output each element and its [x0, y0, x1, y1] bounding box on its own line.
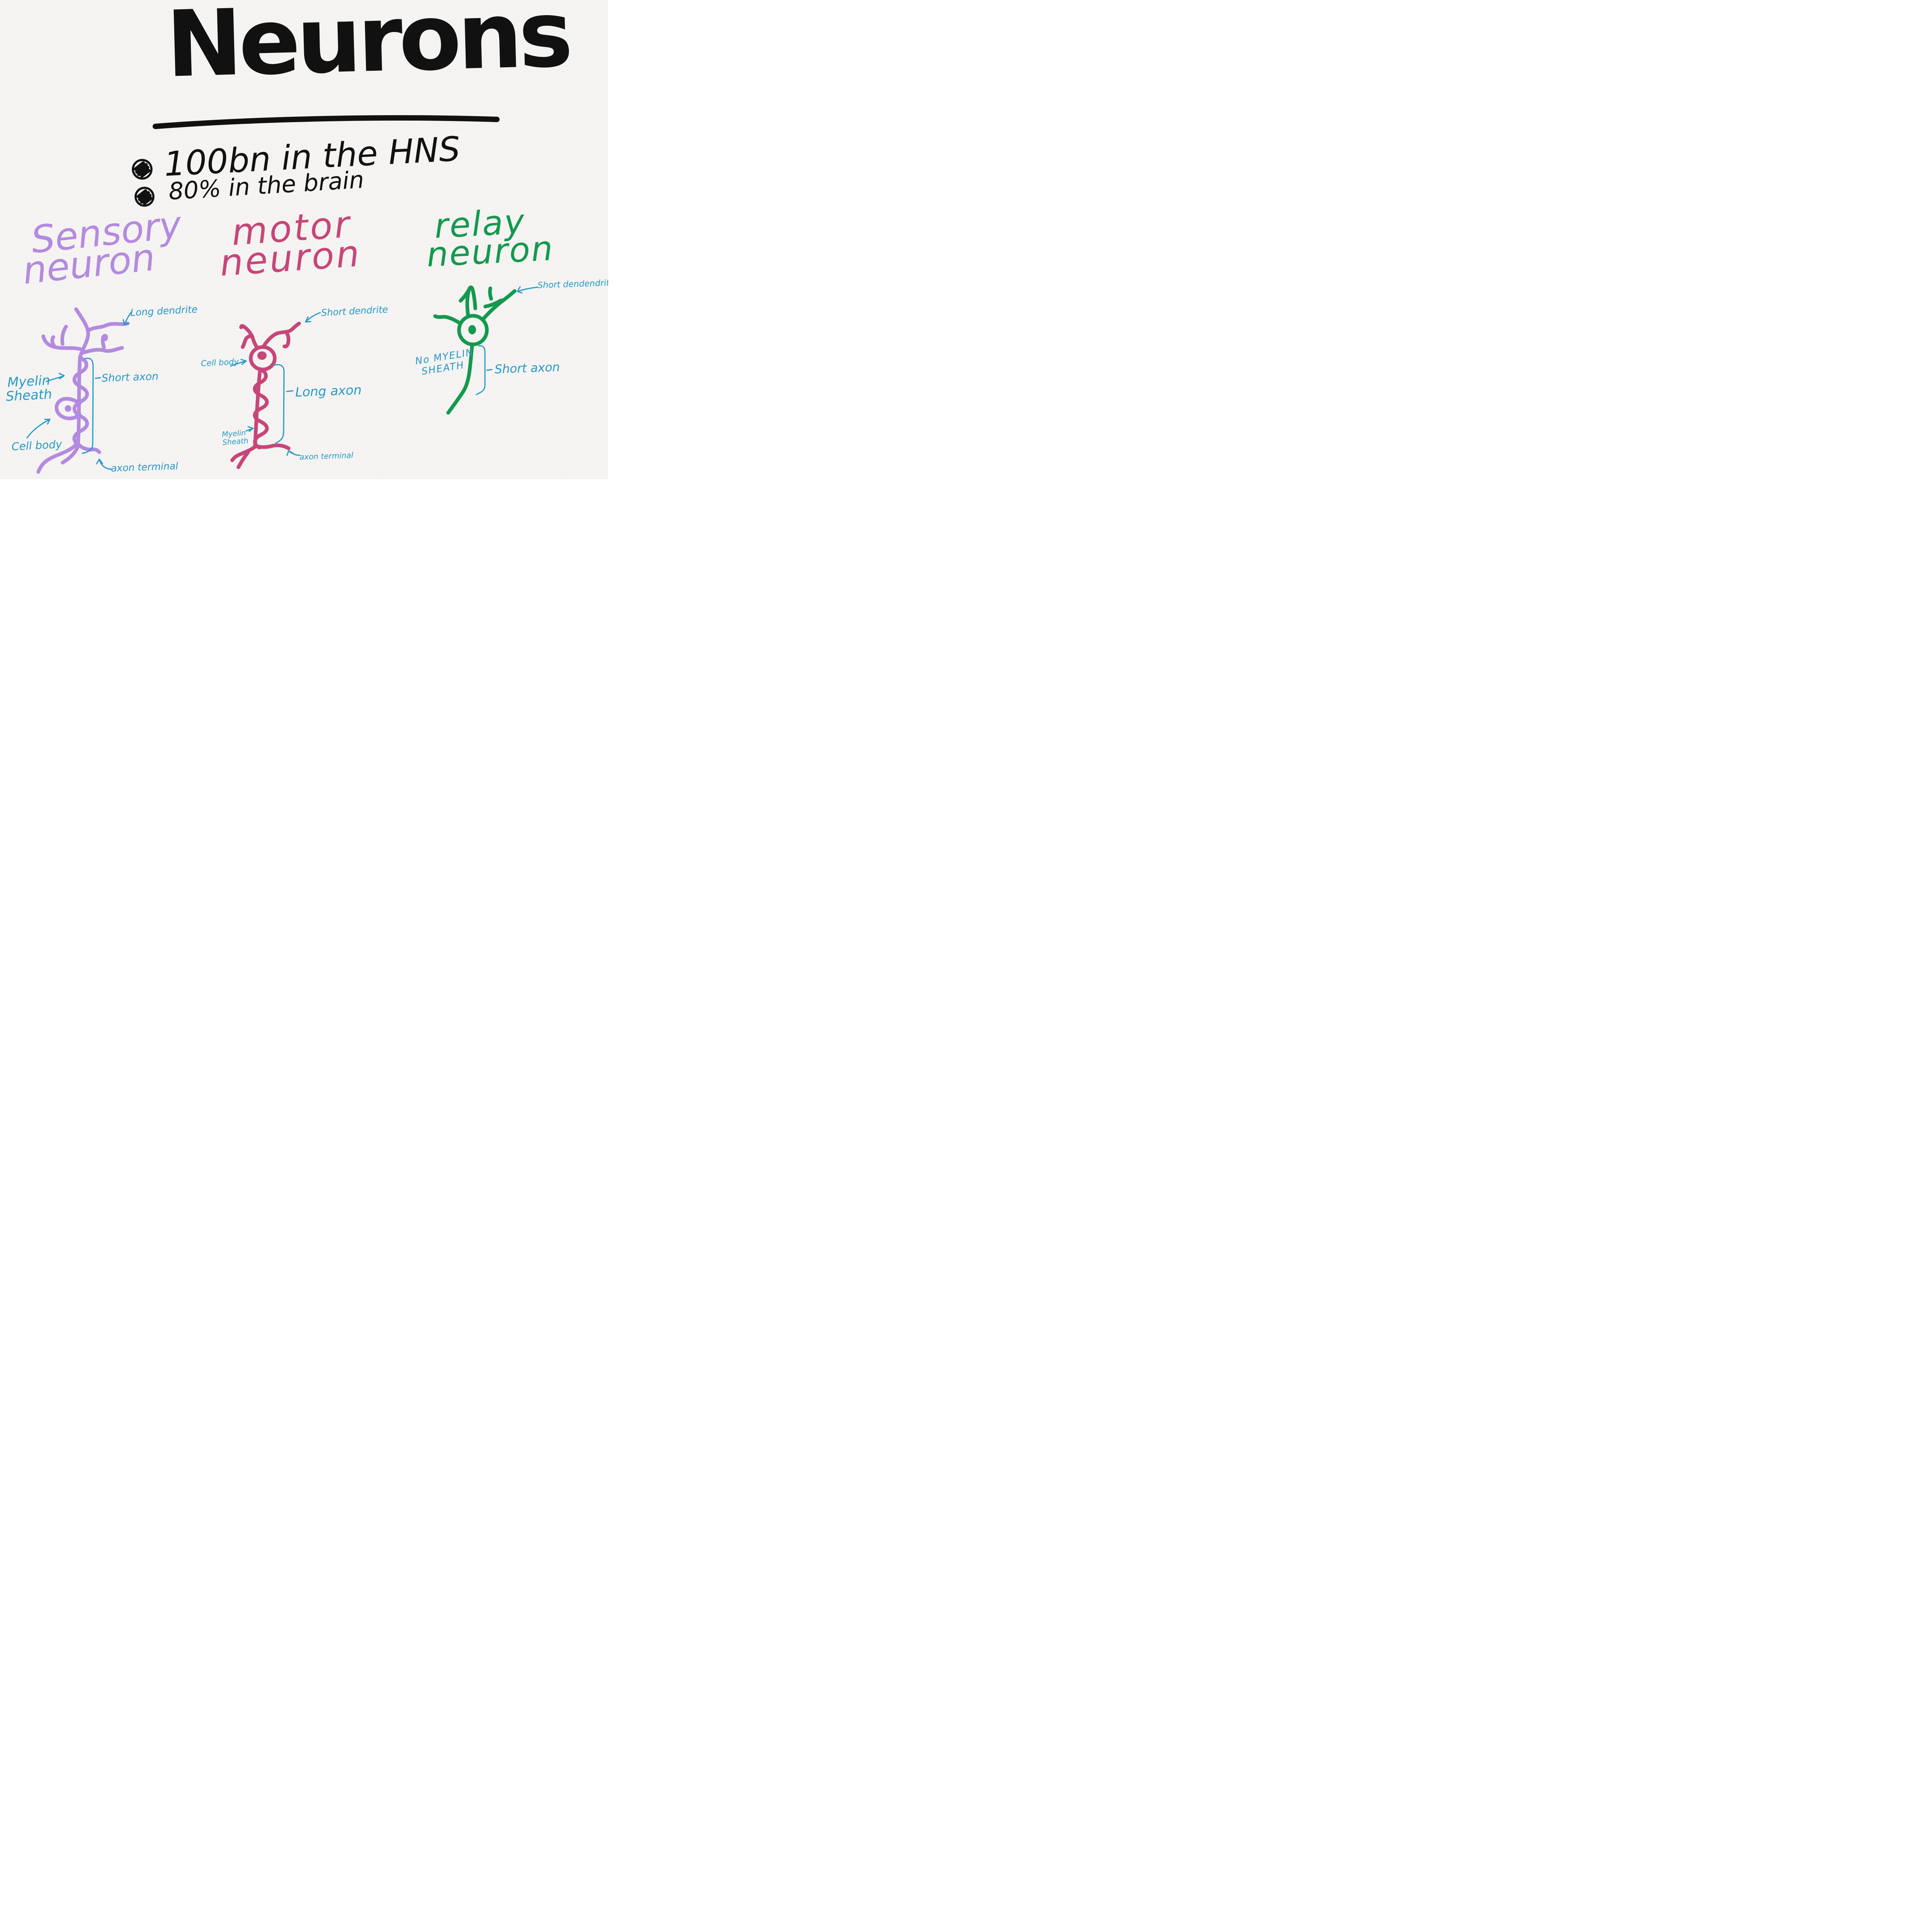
relay-axon-dash: [486, 369, 493, 371]
motor-cell-body-label: Cell body: [201, 357, 239, 368]
relay-dendrite-loop-spur: [459, 288, 471, 303]
title-underline: [153, 115, 500, 129]
motor-terminal-left: [230, 445, 257, 462]
sensory-cell-body-arrow: [26, 419, 51, 439]
motor-dendrite-right-hook: [282, 332, 291, 349]
sensory-terminal-right: [75, 442, 101, 454]
notes-page: Neurons 100bn in the HNS 80% in the brai…: [0, 0, 608, 479]
sensory-neuron-drawing: [36, 307, 129, 474]
sensory-myelin-arrow: [46, 373, 65, 382]
sensory-axon-bracket: [82, 358, 94, 454]
motor-short-dendrite: [261, 322, 301, 349]
ink-marks: [132, 115, 500, 207]
motor-myelin-coil: [253, 367, 269, 449]
motor-heading-line2: neuron: [218, 232, 363, 285]
sensory-terminal-arrow: [96, 458, 112, 470]
motor-long-axon-label: Long axon: [295, 382, 362, 400]
bullet-icon: [132, 159, 153, 180]
sensory-cell-body-label: Cell body: [11, 438, 63, 453]
relay-neuron-drawing: [433, 285, 517, 415]
motor-neuron-drawing: [230, 322, 301, 469]
motor-dendrite-up-left: [239, 324, 254, 339]
relay-dendrite-loop: [465, 285, 477, 318]
motor-myelin-sheath-label: Myelin Sheath: [222, 429, 249, 447]
sensory-dendrite-right-hook: [101, 334, 108, 349]
relay-heading-line2: neuron: [425, 228, 555, 275]
sensory-nucleus: [65, 405, 71, 412]
relay-short-axon-label: Short axon: [494, 360, 560, 376]
sensory-dendrite-arrow: [122, 311, 133, 325]
motor-axon-dash: [286, 390, 294, 392]
relay-axon: [446, 343, 474, 415]
relay-dendrite-sub: [483, 298, 503, 308]
relay-axon-bracket: [476, 345, 486, 395]
relay-dendrite-left: [433, 314, 462, 325]
motor-cell-body-arrow: [230, 359, 247, 367]
motor-terminal-right: [253, 443, 291, 450]
motor-axon-bracket: [273, 364, 285, 444]
sensory-axon-terminal-label: axon terminal: [111, 460, 179, 474]
annotation-lines: [26, 286, 538, 470]
page-title: Neurons: [165, 0, 570, 98]
sensory-myelin-coil: [72, 356, 89, 448]
motor-nucleus: [257, 351, 267, 360]
motor-dendrite-curl: [241, 334, 254, 349]
motor-terminal-arrow: [286, 450, 301, 456]
sensory-short-axon-label: Short axon: [101, 370, 159, 385]
relay-dendrite-arrow: [517, 286, 538, 294]
relay-heading: relay neuron: [424, 201, 555, 275]
sensory-myelin-sheath-label: Myelin Sheath: [5, 373, 53, 405]
motor-heading: motor neuron: [218, 203, 362, 285]
motor-myelin-line2: Sheath: [222, 436, 249, 447]
motor-myelin-arrow: [245, 426, 254, 432]
drawing-canvas: [26, 115, 538, 474]
motor-axon-terminal-label: axon terminal: [299, 450, 354, 462]
motor-terminal-tail: [236, 450, 250, 469]
relay-nucleus: [468, 325, 476, 334]
sensory-dendrite-left: [41, 334, 82, 351]
motor-dendrite-arrow: [305, 312, 321, 323]
sensory-myelin-line2: Sheath: [5, 386, 53, 405]
sensory-terminal-left: [36, 440, 80, 474]
sensory-dendrite-left-branch: [60, 325, 68, 346]
sensory-dendrite-right: [80, 346, 124, 355]
sensory-long-dendrite: [86, 322, 129, 333]
sensory-dendrite-left-hook: [50, 335, 56, 347]
bullet-icon: [134, 187, 155, 207]
relay-dendrite-hook: [488, 286, 493, 301]
relay-short-dendrite: [481, 289, 517, 321]
sensory-cell-body: [54, 397, 82, 421]
